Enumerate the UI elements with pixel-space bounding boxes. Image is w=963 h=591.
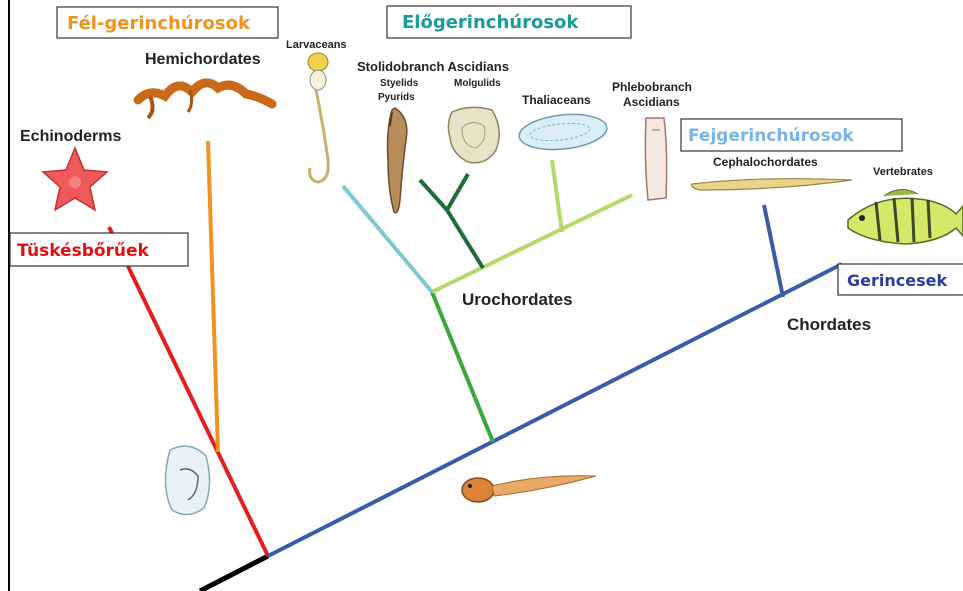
label-fel-gerinchurosok: Fél-gerinchúrosok [67,13,251,34]
label-hemichordates: Hemichordates [145,51,261,68]
molgulid-illustration [448,107,499,162]
label-elogerinchurosok: Előgerinchúrosok [402,12,579,33]
label-tuskesboruek: Tüskésbőrűek [17,241,150,261]
starfish-illustration [43,148,107,210]
urochordate-branch [432,292,493,442]
label-pyurids: Pyurids [378,92,415,103]
molgulid-branch [447,174,468,210]
fish-illustration [848,189,963,244]
box-fejgerinchurosok: Fejgerinchúrosok [681,119,902,151]
label-chordates: Chordates [787,315,871,334]
larvacean-illustration [308,53,328,182]
label-thaliaceans: Thaliaceans [522,93,591,107]
box-gerincesek: Gerincesek [838,264,963,295]
label-molgulids: Molgulids [454,78,501,89]
label-cephalochordates: Cephalochordates [713,155,818,169]
styelid-illustration [388,108,407,213]
thaliacean-branch [552,160,562,232]
label-urochordates: Urochordates [462,290,573,309]
label-styelids: Styelids [380,78,419,89]
ascidian-branch [432,195,632,292]
larvacean-branch [343,186,432,292]
lancelet-illustration [692,179,852,190]
phlebobranch-illustration [645,118,666,200]
label-phlebobranch-line1: Phlebobranch [612,80,692,94]
hemichordate-branch [208,141,218,452]
tadpole-illustration [462,476,596,502]
label-vertebrates: Vertebrates [873,166,933,178]
label-echinoderms: Echinoderms [20,128,121,145]
box-fel-gerinchurosok: Fél-gerinchúrosok [57,7,278,38]
cephalochordate-branch [764,205,783,297]
larva-illustration [165,446,209,514]
label-stolidobranch: Stolidobranch Ascidians [357,59,509,74]
stolidobranch-branch [447,210,483,268]
box-elogerinchurosok: Előgerinchúrosok [387,6,631,38]
label-larvaceans: Larvaceans [286,39,347,51]
thaliacean-illustration [517,110,608,153]
label-gerincesek: Gerincesek [847,271,947,290]
root-branch [200,556,268,591]
acorn-worm-illustration [138,83,272,118]
box-tuskesboruek: Tüskésbőrűek [10,233,188,266]
label-fejgerinchurosok: Fejgerinchúrosok [688,126,854,146]
label-phlebobranch-line2: Ascidians [623,95,680,109]
styelid-branch [420,180,447,210]
